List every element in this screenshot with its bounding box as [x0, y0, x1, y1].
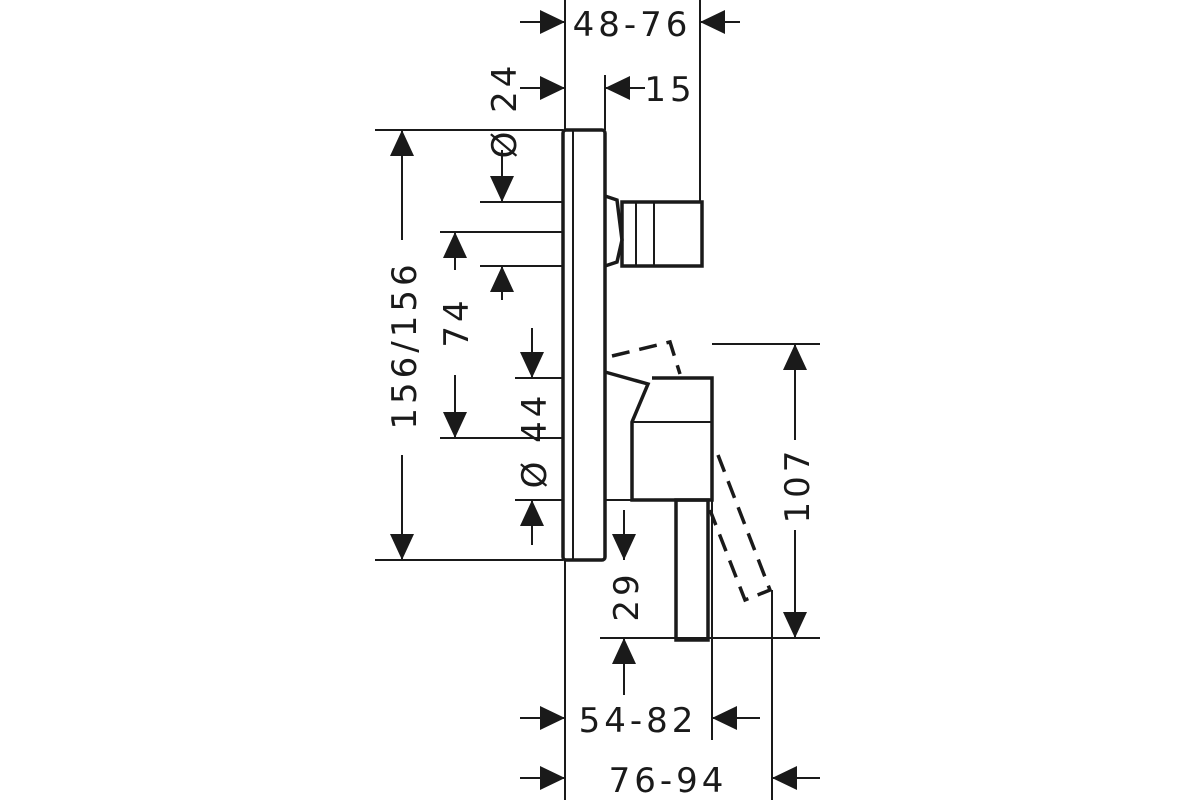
dim-outlet-offset-label: 15 — [644, 70, 695, 110]
dim-top-width: 48-76 — [520, 5, 740, 45]
dim-diameter-bottom-label: Ø 44 — [515, 392, 555, 489]
dim-lever-height: 107 — [778, 344, 818, 638]
dim-plate-height: 156/156 — [385, 130, 425, 560]
dim-top-width-label: 48-76 — [573, 5, 692, 45]
dim-plate-height-label: 156/156 — [385, 260, 425, 429]
dim-diameter-bottom: Ø 44 — [515, 328, 555, 545]
dim-diameter-top-label: Ø 24 — [485, 62, 525, 159]
dim-bottom-width-inner: 54-82 — [520, 701, 760, 741]
lever-alt-position — [611, 339, 773, 603]
dim-bottom-width-outer: 76-94 — [520, 761, 820, 800]
extension-lines — [375, 0, 820, 800]
dim-bottom-width-inner-label: 54-82 — [579, 701, 698, 741]
wall-plate — [561, 128, 607, 562]
dim-spacing: 74 — [437, 232, 477, 438]
dim-lever-drop-label: 29 — [607, 570, 647, 621]
diverter-outlet — [604, 194, 704, 268]
dim-diameter-top: Ø 24 — [485, 62, 525, 300]
dim-spacing-label: 74 — [437, 296, 477, 347]
dim-bottom-width-outer-label: 76-94 — [609, 761, 728, 800]
dim-outlet-offset: 15 — [520, 70, 695, 110]
dim-lever-drop: 29 — [607, 510, 647, 695]
dim-lever-height-label: 107 — [778, 447, 818, 524]
